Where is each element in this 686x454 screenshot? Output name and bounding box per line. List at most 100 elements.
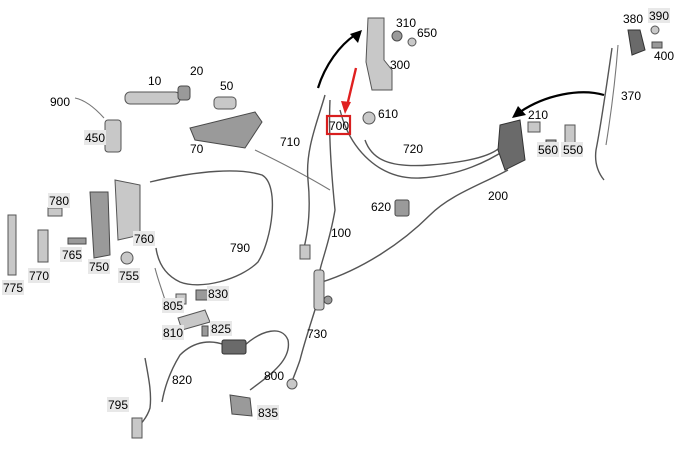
- label-790[interactable]: 790: [230, 241, 250, 255]
- cable-720b: [364, 139, 503, 167]
- part-labels: 10 20 50 70 900 450 310 650 300 380 390 …: [3, 9, 674, 420]
- label-795[interactable]: 795: [108, 398, 128, 412]
- bg-755: [118, 268, 140, 283]
- label-810[interactable]: 810: [163, 326, 183, 340]
- label-775[interactable]: 775: [3, 281, 23, 295]
- label-210[interactable]: 210: [528, 108, 548, 122]
- direction-arrows: [316, 30, 605, 118]
- cable-100: [319, 99, 336, 271]
- label-900[interactable]: 900: [50, 95, 70, 109]
- cable-820: [161, 341, 226, 403]
- part-825: [201, 325, 209, 337]
- label-10[interactable]: 10: [148, 74, 162, 88]
- label-620[interactable]: 620: [371, 200, 391, 214]
- part-835: [229, 394, 253, 417]
- cable-790: [149, 170, 274, 286]
- bg-835: [257, 405, 279, 420]
- bg-450: [84, 130, 106, 145]
- parts: [7, 17, 663, 439]
- label-720[interactable]: 720: [403, 142, 423, 156]
- part-620: [394, 199, 410, 217]
- bg-795: [107, 397, 129, 412]
- bg-750: [88, 259, 110, 274]
- label-770[interactable]: 770: [29, 269, 49, 283]
- part-50: [213, 96, 237, 110]
- cable-70-link: [254, 149, 331, 191]
- label-700[interactable]: 700: [329, 119, 349, 133]
- cable-790-end: [154, 267, 166, 301]
- part-100-clip: [323, 295, 333, 305]
- red-arrow-line: [345, 67, 358, 107]
- part-10: [124, 91, 181, 105]
- label-730[interactable]: 730: [307, 327, 327, 341]
- bg-810: [162, 325, 184, 340]
- part-795: [131, 417, 143, 439]
- label-70[interactable]: 70: [190, 142, 204, 156]
- label-805[interactable]: 805: [163, 299, 183, 313]
- label-20[interactable]: 20: [190, 64, 204, 78]
- part-775: [7, 214, 17, 276]
- bg-760: [133, 231, 155, 246]
- label-390[interactable]: 390: [649, 9, 669, 23]
- part-400: [651, 41, 663, 49]
- arrow-to-lock: [519, 91, 605, 113]
- label-650[interactable]: 650: [417, 26, 437, 40]
- label-370[interactable]: 370: [621, 89, 641, 103]
- label-400[interactable]: 400: [654, 49, 674, 63]
- part-450: [104, 119, 122, 153]
- part-730-end: [286, 378, 298, 390]
- arrow-head-lock: [512, 106, 526, 118]
- part-610: [362, 111, 376, 125]
- label-backgrounds: [2, 8, 670, 420]
- cable-370: [594, 47, 613, 181]
- label-100[interactable]: 100: [331, 226, 351, 240]
- cable-800: [244, 330, 290, 391]
- part-755: [120, 251, 134, 265]
- label-780[interactable]: 780: [49, 194, 69, 208]
- label-820[interactable]: 820: [172, 373, 192, 387]
- arrow-to-300: [316, 34, 356, 89]
- part-770: [37, 229, 49, 263]
- label-760[interactable]: 760: [134, 232, 154, 246]
- label-450[interactable]: 450: [85, 131, 105, 145]
- label-560[interactable]: 560: [538, 143, 558, 157]
- part-765: [67, 237, 87, 245]
- label-750[interactable]: 750: [89, 260, 109, 274]
- part-780: [47, 207, 63, 217]
- label-830[interactable]: 830: [208, 287, 228, 301]
- cable-720: [339, 109, 506, 179]
- part-100-body: [313, 269, 325, 311]
- label-550[interactable]: 550: [563, 143, 583, 157]
- cable-900: [74, 97, 105, 119]
- red-box-700: [325, 114, 352, 136]
- bg-550: [561, 142, 583, 157]
- label-710[interactable]: 710: [280, 135, 300, 149]
- part-380: [627, 29, 646, 56]
- arrow-head-300: [350, 30, 362, 43]
- part-710-end: [299, 244, 311, 260]
- label-380[interactable]: 380: [623, 12, 643, 26]
- label-300[interactable]: 300: [390, 58, 410, 72]
- label-765[interactable]: 765: [62, 248, 82, 262]
- label-755[interactable]: 755: [119, 269, 139, 283]
- label-835[interactable]: 835: [258, 406, 278, 420]
- cable-370b: [605, 44, 619, 146]
- label-50[interactable]: 50: [220, 79, 234, 93]
- label-610[interactable]: 610: [378, 107, 398, 121]
- label-825[interactable]: 825: [211, 322, 231, 336]
- bg-780: [48, 193, 70, 208]
- part-650: [407, 37, 417, 47]
- label-200[interactable]: 200: [488, 189, 508, 203]
- bg-390: [648, 8, 670, 23]
- part-20: [177, 85, 191, 101]
- label-310[interactable]: 310: [396, 16, 416, 30]
- part-lock: [497, 119, 526, 171]
- part-210: [527, 121, 541, 133]
- bg-560: [537, 142, 559, 157]
- label-800[interactable]: 800: [264, 369, 284, 383]
- bg-765: [60, 247, 82, 262]
- part-830: [195, 289, 209, 301]
- part-310: [391, 30, 403, 42]
